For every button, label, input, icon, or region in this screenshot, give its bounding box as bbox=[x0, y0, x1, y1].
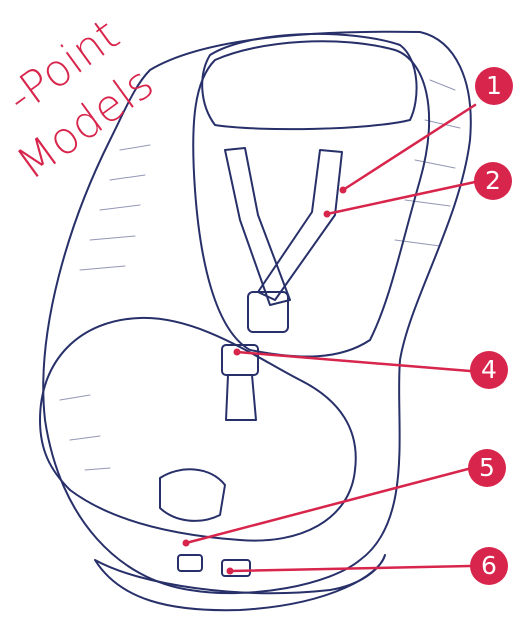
leader-line-1 bbox=[343, 105, 475, 190]
seat-cushion bbox=[40, 318, 356, 541]
leader-dot-4 bbox=[234, 349, 241, 356]
callout-badge-4: 4 bbox=[470, 351, 508, 389]
left-shoulder-strap bbox=[225, 148, 290, 305]
leader-dot-6 bbox=[227, 568, 234, 575]
recline-handle-right bbox=[222, 560, 250, 576]
leader-line-4 bbox=[237, 352, 470, 371]
callout-badge-2: 2 bbox=[474, 162, 512, 200]
leader-endpoints bbox=[183, 187, 347, 575]
leader-dot-5 bbox=[183, 540, 190, 547]
leader-line-5 bbox=[186, 469, 468, 543]
callout-badge-1: 1 bbox=[475, 67, 513, 105]
harness-adjuster bbox=[160, 469, 225, 521]
seat-base bbox=[95, 555, 385, 610]
callout-badge-5: 5 bbox=[468, 449, 506, 487]
right-shoulder-strap bbox=[258, 150, 342, 300]
crotch-strap bbox=[226, 375, 256, 420]
leader-dot-2 bbox=[324, 211, 331, 218]
recline-handle-left bbox=[178, 555, 202, 571]
leader-dot-1 bbox=[340, 187, 347, 194]
callout-badge-6: 6 bbox=[470, 547, 508, 585]
